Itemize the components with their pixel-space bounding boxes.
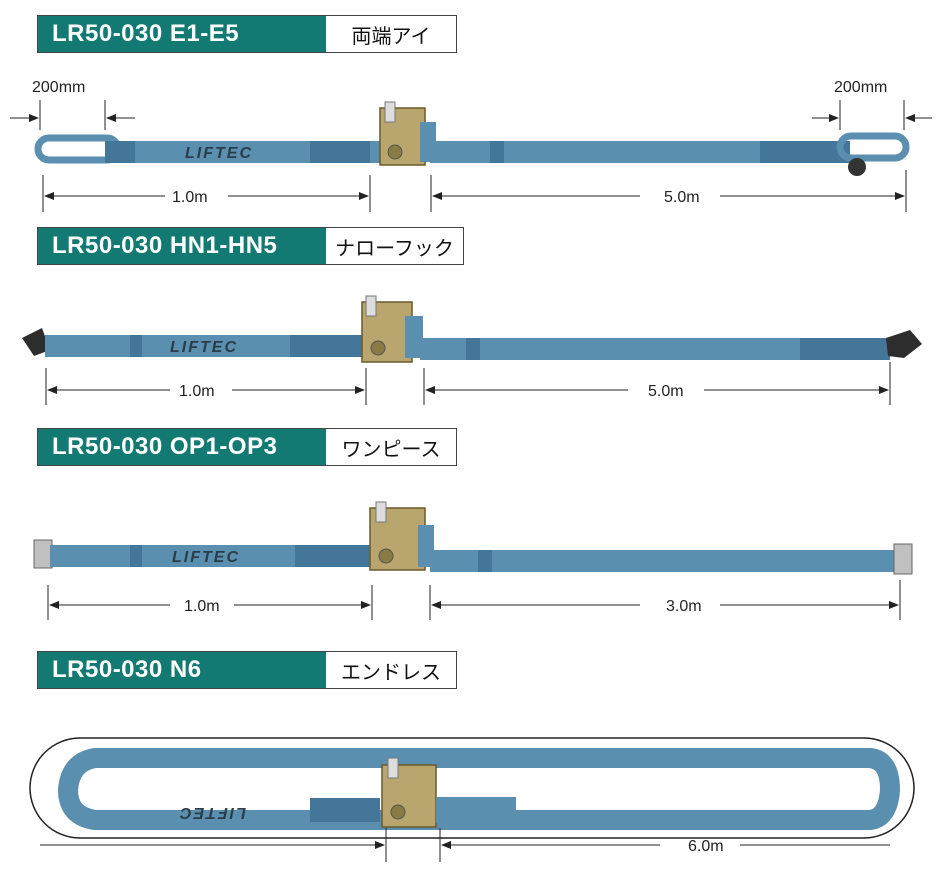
- end-fitting-right-icon: [893, 543, 913, 575]
- endless-outline: [29, 737, 915, 839]
- narrow-hook-left-icon: [22, 328, 50, 356]
- section-label-n: LR50-030 N6 エンドレス: [37, 651, 457, 689]
- section-kind: ワンピース: [326, 429, 456, 465]
- dimensions-op: 1.0m 3.0m: [47, 580, 901, 620]
- dimensions-e: 200mm 200mm 1.0m 5.0m: [10, 79, 932, 212]
- length-right: 6.0m: [688, 838, 724, 855]
- endless-loop: [57, 748, 901, 830]
- dimensions-hn: 1.0m 5.0m: [45, 362, 891, 405]
- eye-left-label: 200mm: [32, 79, 85, 96]
- eye-loop-right: [836, 132, 910, 162]
- eye-right-label: 200mm: [834, 79, 887, 96]
- brand-text: LIFTEC: [172, 549, 240, 566]
- length-right: 3.0m: [666, 598, 702, 615]
- brand-text: LIFTEC: [170, 339, 238, 356]
- hook-right-icon: [848, 158, 866, 176]
- section-label-op: LR50-030 OP1-OP3 ワンピース: [37, 428, 457, 466]
- strap-e: LIFTEC: [34, 101, 910, 176]
- section-code: LR50-030 E1-E5: [38, 16, 326, 52]
- length-right: 5.0m: [648, 383, 684, 400]
- length-left: 1.0m: [179, 383, 215, 400]
- section-label-e: LR50-030 E1-E5 両端アイ: [37, 15, 457, 53]
- section-kind: 両端アイ: [326, 16, 456, 52]
- narrow-hook-right-icon: [886, 330, 922, 358]
- long-strap: [420, 338, 890, 360]
- brand-text: LIFTEC: [185, 145, 253, 162]
- section-code: LR50-030 N6: [38, 652, 326, 688]
- section-kind: ナローフック: [326, 228, 463, 264]
- length-left: 1.0m: [184, 598, 220, 615]
- strap-op: LIFTEC: [33, 501, 913, 575]
- brand-text: LIFTEC: [178, 804, 246, 821]
- section-label-hn: LR50-030 HN1-HN5 ナローフック: [37, 227, 464, 265]
- end-fitting-left-icon: [33, 539, 53, 569]
- long-strap: [430, 550, 898, 572]
- strap-n: LIFTEC: [29, 737, 915, 839]
- length-left: 1.0m: [172, 189, 208, 206]
- length-right: 5.0m: [664, 189, 700, 206]
- section-code: LR50-030 HN1-HN5: [38, 228, 326, 264]
- short-strap: [45, 335, 370, 357]
- section-code: LR50-030 OP1-OP3: [38, 429, 326, 465]
- long-strap: [430, 141, 850, 163]
- section-kind: エンドレス: [326, 652, 456, 688]
- strap-hn: LIFTEC: [22, 295, 922, 363]
- dimensions-n: 6.0m: [40, 828, 890, 862]
